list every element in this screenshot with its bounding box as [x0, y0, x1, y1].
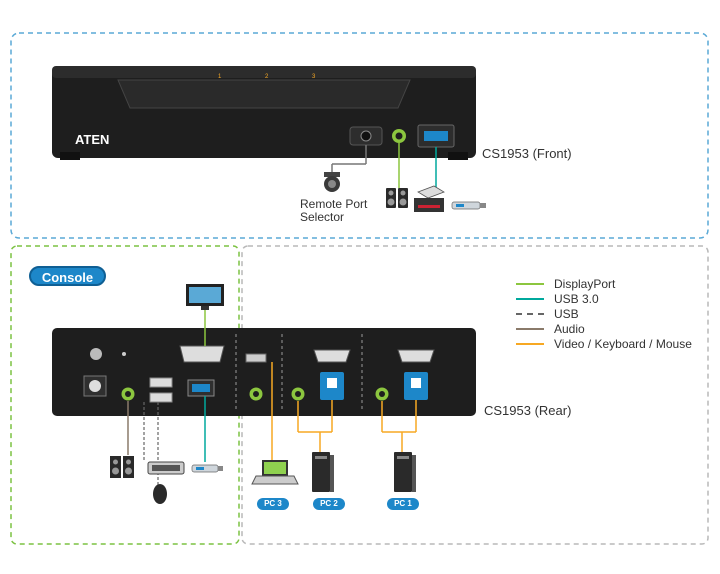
remote-port-selector-label: Remote Port Selector — [300, 198, 380, 224]
legend-item: Audio — [516, 321, 692, 336]
pc2-cable — [297, 400, 333, 452]
remote-port-selector-icon — [324, 172, 340, 192]
remote-label-line2: Selector — [300, 210, 345, 224]
front-port-number: 1 — [218, 74, 222, 80]
rear-unit — [52, 328, 476, 416]
legend-item: Video / Keyboard / Mouse — [516, 336, 692, 351]
legend: DisplayPort USB 3.0 USB Audio Video / Ke… — [516, 276, 692, 351]
legend-item: USB — [516, 306, 692, 321]
monitor-icon — [186, 284, 224, 310]
console-badge: Console — [29, 266, 106, 286]
front-port-number: 2 — [265, 74, 269, 80]
mouse-icon — [153, 484, 167, 504]
usb-drive-icon — [191, 464, 223, 473]
laptop-icon — [251, 460, 299, 485]
legend-item: USB 3.0 — [516, 291, 692, 306]
front-unit — [52, 66, 476, 160]
front-frame — [10, 32, 709, 239]
speakers-icon — [386, 188, 408, 208]
brand-logo: ATEN — [75, 132, 109, 147]
rear-label: CS1953 (Rear) — [484, 403, 572, 418]
usb-drive-icon — [451, 201, 486, 210]
pc1-cable — [381, 400, 417, 452]
desktop-pc-icon — [394, 452, 416, 492]
keyboard-icon — [147, 461, 185, 475]
pc1-badge: PC 1 — [387, 498, 419, 510]
front-port-number: 3 — [312, 74, 316, 80]
printer-icon — [414, 185, 445, 212]
legend-item: DisplayPort — [516, 276, 692, 291]
front-label: CS1953 (Front) — [482, 146, 572, 161]
pc-frame — [241, 245, 709, 545]
remote-label-line1: Remote Port — [300, 197, 368, 211]
console-frame — [10, 245, 240, 545]
desktop-pc-icon — [312, 452, 334, 492]
speakers-icon — [110, 456, 134, 478]
pc2-badge: PC 2 — [313, 498, 345, 510]
pc3-badge: PC 3 — [257, 498, 289, 510]
